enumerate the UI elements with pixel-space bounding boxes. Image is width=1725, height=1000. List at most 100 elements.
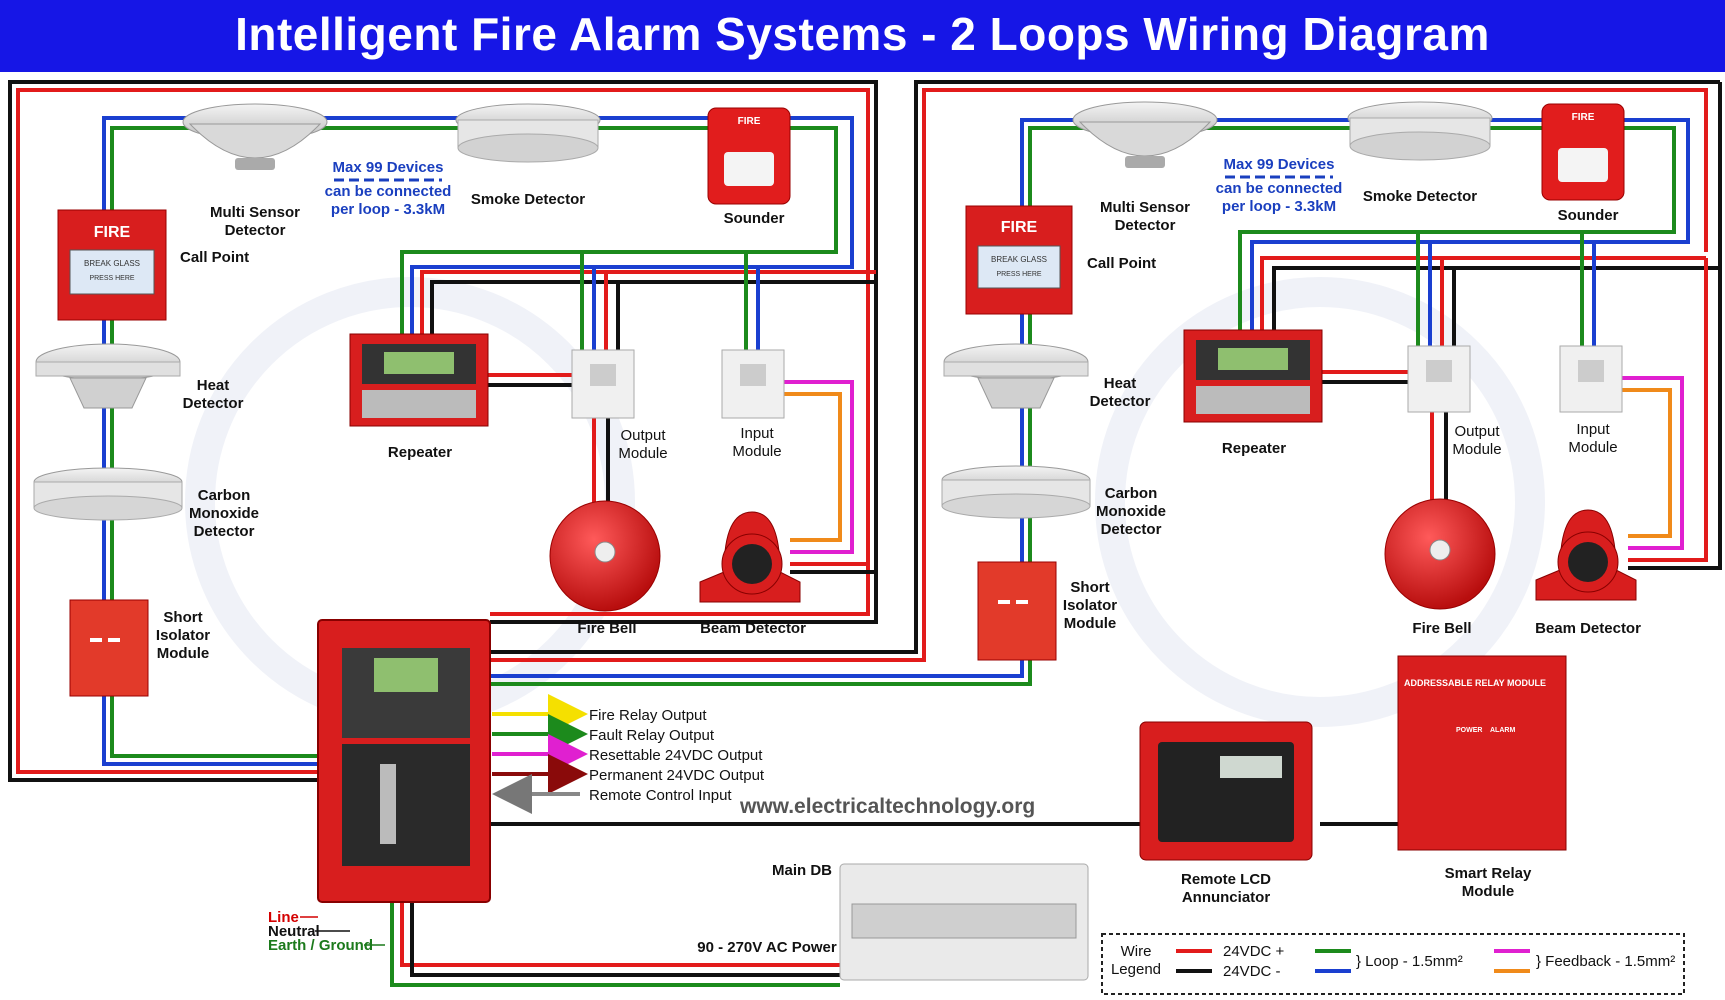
website-url: www.electricaltechnology.org (739, 795, 1035, 818)
short-isolator-1 (69, 599, 149, 697)
sounder-2: FIRE (1541, 103, 1625, 201)
svg-text:Detector: Detector (1101, 521, 1162, 538)
call-point-1: FIRE BREAK GLASS PRESS HERE (57, 209, 167, 321)
svg-text:Module: Module (1452, 441, 1501, 458)
svg-text:Detector: Detector (194, 523, 255, 540)
ac-power-wiring (390, 894, 840, 987)
main-db-label: Main DB (772, 862, 832, 879)
svg-text:Module: Module (1568, 439, 1617, 456)
svg-text:PRESS HERE: PRESS HERE (89, 275, 134, 282)
max-devices-2-line2: can be connected (1216, 180, 1343, 197)
co-detector-1 (33, 467, 183, 521)
input-module-1 (721, 349, 785, 419)
svg-text:Short: Short (1070, 579, 1109, 596)
repeater-label-1: Repeater (388, 444, 452, 461)
smoke-detector-label-2: Smoke Detector (1363, 188, 1477, 205)
resettable-output-label: Resettable 24VDC Output (589, 747, 763, 764)
beam-detector-2 (1535, 509, 1637, 601)
multi-sensor-label-1-line1: Multi Sensor (210, 204, 300, 221)
panel-outputs (492, 694, 588, 814)
svg-text:Carbon: Carbon (1105, 485, 1158, 502)
fire-control-panel (317, 619, 491, 903)
sounder-1: FIRE (707, 107, 791, 205)
legend-minus: 24VDC - (1223, 963, 1281, 980)
multi-sensor-detector-2 (1072, 101, 1218, 168)
loop1-wiring (8, 80, 878, 782)
repeater-2 (1183, 329, 1323, 423)
multi-sensor-detector-1 (182, 103, 328, 170)
neutral-label: Neutral (268, 923, 320, 940)
call-point-label-2: Call Point (1087, 255, 1156, 272)
svg-text:Input: Input (740, 425, 774, 442)
svg-text:PRESS HERE: PRESS HERE (996, 271, 1041, 278)
svg-text:Module: Module (1462, 883, 1515, 900)
svg-text:Detector: Detector (1090, 393, 1151, 410)
svg-text:Carbon: Carbon (198, 487, 251, 504)
remote-control-input-label: Remote Control Input (589, 787, 732, 804)
earth-label: Earth / Ground (268, 937, 373, 954)
svg-text:Monoxide: Monoxide (1096, 503, 1166, 520)
output-module-2 (1407, 345, 1471, 413)
repeater-1 (349, 333, 489, 427)
svg-text:Remote LCD: Remote LCD (1181, 871, 1271, 888)
wiring-diagram: Multi Sensor Detector Max 99 Devices can… (8, 80, 1722, 995)
fire-bell-label-1: Fire Bell (577, 620, 636, 637)
loop2-wiring (490, 80, 1722, 826)
svg-text:Module: Module (1064, 615, 1117, 632)
max-devices-2-line3: per loop - 3.3kM (1222, 198, 1336, 215)
svg-text:Annunciator: Annunciator (1182, 889, 1270, 906)
svg-text:Output: Output (1454, 423, 1500, 440)
svg-text:Heat: Heat (1104, 375, 1137, 392)
wire-legend: Wire Legend 24VDC + 24VDC - } Loop - 1.5… (1101, 933, 1685, 995)
heat-detector-2 (943, 343, 1089, 409)
svg-text:Output: Output (620, 427, 666, 444)
svg-text:BREAK GLASS: BREAK GLASS (84, 259, 140, 268)
repeater-label-2: Repeater (1222, 440, 1286, 457)
fire-relay-output-label: Fire Relay Output (589, 707, 707, 724)
line-label: Line (268, 909, 299, 926)
svg-text:Module: Module (732, 443, 781, 460)
output-module-1 (571, 349, 635, 419)
svg-text:Isolator: Isolator (1063, 597, 1117, 614)
main-db (839, 863, 1089, 981)
beam-label-1: Beam Detector (700, 620, 806, 637)
smart-relay-module: ADDRESSABLE RELAY MODULE POWER ALARM (1397, 655, 1567, 851)
co-detector-2 (941, 465, 1091, 519)
svg-text:Monoxide: Monoxide (189, 505, 259, 522)
permanent-output-label: Permanent 24VDC Output (589, 767, 765, 784)
svg-text:BREAK GLASS: BREAK GLASS (991, 255, 1047, 264)
diagram-title: Intelligent Fire Alarm Systems - 2 Loops… (0, 0, 1725, 72)
svg-text:Short: Short (163, 609, 202, 626)
svg-text:Smart Relay: Smart Relay (1445, 865, 1532, 882)
sounder-label-2: Sounder (1558, 207, 1619, 224)
fire-bell-label-2: Fire Bell (1412, 620, 1471, 637)
fault-relay-output-label: Fault Relay Output (589, 727, 715, 744)
svg-text:Isolator: Isolator (156, 627, 210, 644)
svg-text:Legend: Legend (1111, 961, 1161, 978)
svg-text:ALARM: ALARM (1490, 727, 1515, 734)
sounder-label-1: Sounder (724, 210, 785, 227)
svg-text:FIRE: FIRE (738, 116, 761, 127)
beam-label-2: Beam Detector (1535, 620, 1641, 637)
heat-label-1-line1: Heat (197, 377, 230, 394)
max-devices-1-line1: Max 99 Devices (333, 159, 444, 176)
remote-lcd-annunciator (1139, 721, 1313, 861)
svg-text:Input: Input (1576, 421, 1610, 438)
legend-plus: 24VDC + (1223, 943, 1285, 960)
multi-sensor-label-1-line2: Detector (225, 222, 286, 239)
legend-loop: } Loop - 1.5mm² (1356, 953, 1463, 970)
svg-text:ADDRESSABLE RELAY MODULE: ADDRESSABLE RELAY MODULE (1404, 678, 1546, 688)
svg-text:Module: Module (157, 645, 210, 662)
smoke-detector-2 (1347, 101, 1493, 161)
max-devices-2-line1: Max 99 Devices (1224, 156, 1335, 173)
call-point-label-1: Call Point (180, 249, 249, 266)
svg-text:Wire: Wire (1121, 943, 1152, 960)
smoke-detector-1 (455, 103, 601, 163)
svg-text:Detector: Detector (1115, 217, 1176, 234)
ac-power-label: 90 - 270V AC Power (697, 939, 837, 956)
call-point-2: FIRE BREAK GLASS PRESS HERE (965, 205, 1073, 315)
legend-feedback: } Feedback - 1.5mm² (1536, 953, 1675, 970)
smoke-detector-label-1: Smoke Detector (471, 191, 585, 208)
beam-detector-1 (699, 511, 801, 603)
svg-text:Multi Sensor: Multi Sensor (1100, 199, 1190, 216)
